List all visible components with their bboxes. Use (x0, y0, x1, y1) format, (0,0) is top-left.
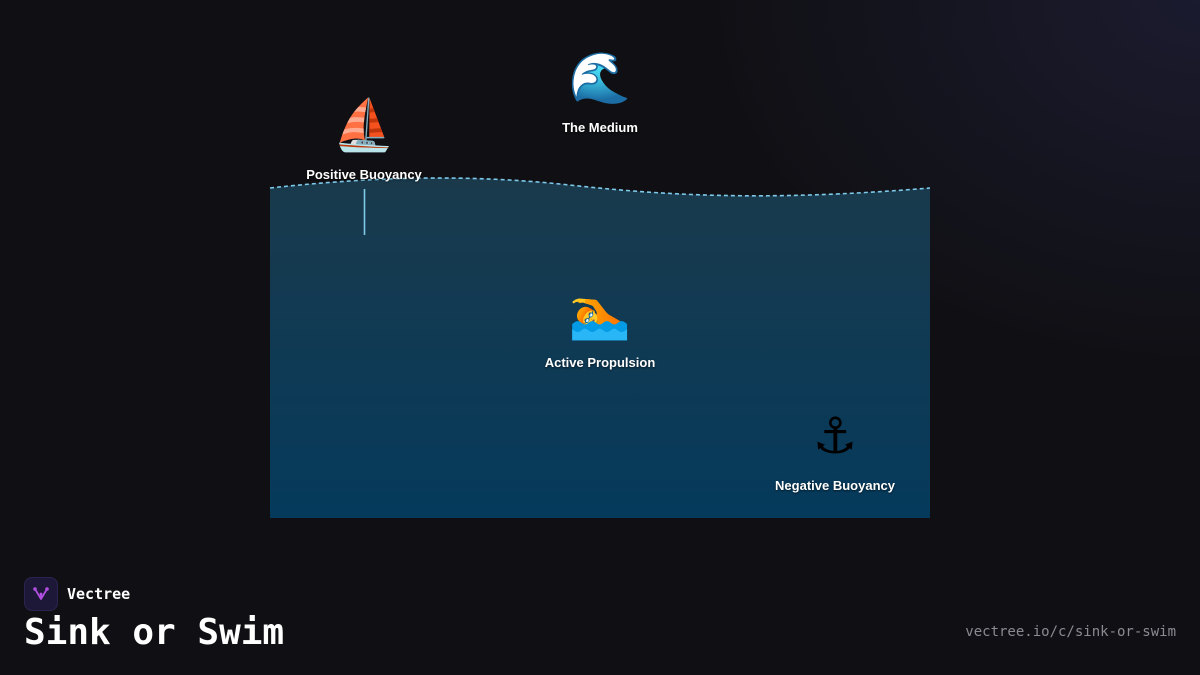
swimmer-icon: 🏊 (568, 284, 632, 342)
brand-name: Vectree (67, 585, 131, 603)
node-label-active-propulsion: Active Propulsion (544, 355, 656, 370)
anchor-icon: ⚓ (812, 407, 858, 465)
wave-icon: 🌊 (568, 49, 632, 107)
water-body (270, 178, 930, 518)
sailboat-icon: ⛵ (332, 96, 396, 154)
node-label-negative-buoyancy: Negative Buoyancy (775, 478, 895, 493)
page-title: Sink or Swim (24, 612, 285, 653)
vectree-logo-icon (24, 577, 58, 611)
node-label-positive-buoyancy: Positive Buoyancy (306, 167, 422, 182)
page-url[interactable]: vectree.io/c/sink-or-swim (965, 624, 1176, 640)
brand: Vectree (24, 577, 130, 611)
node-label-medium: The Medium (562, 120, 638, 135)
waterline (269, 177, 931, 197)
